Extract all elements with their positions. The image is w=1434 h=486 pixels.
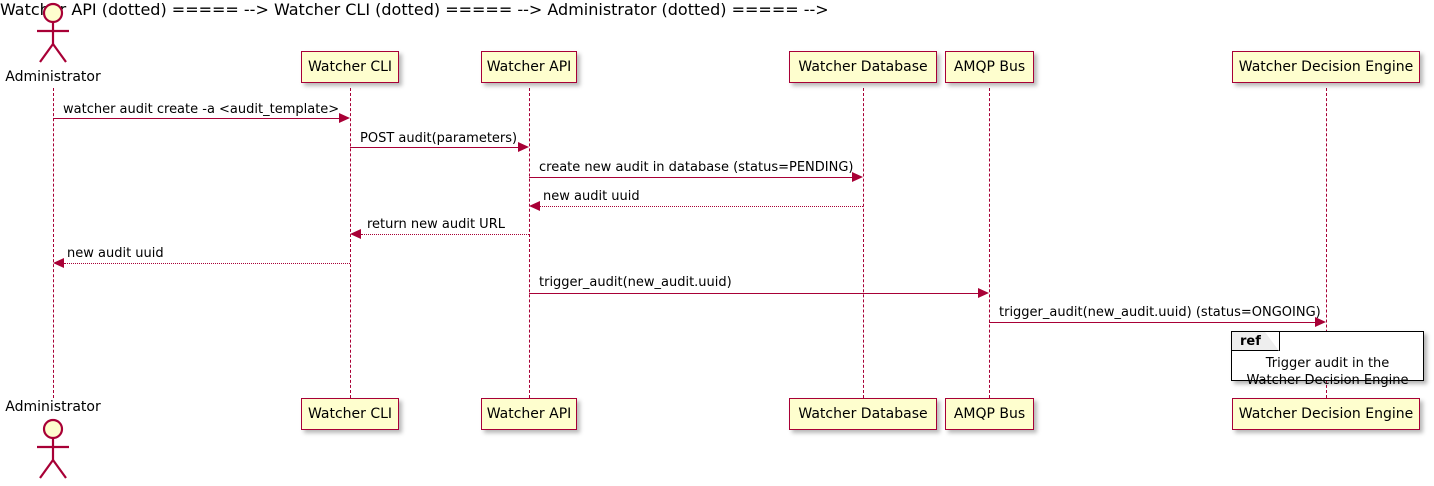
participant-amqp-bus-top-label: AMQP Bus <box>953 59 1026 75</box>
message-arrow-1-head <box>339 113 350 123</box>
actor-administrator-top-icon <box>37 2 69 63</box>
message-arrow-8-line <box>989 322 1315 323</box>
participant-watcher-cli-top[interactable]: Watcher CLI <box>301 51 399 83</box>
message-label-3: create new audit in database (status=PEN… <box>539 160 854 175</box>
message-arrow-1-line <box>53 118 339 119</box>
participant-amqp-bus-bottom-label: AMQP Bus <box>953 406 1026 422</box>
lifeline-amqp-bus <box>989 88 990 398</box>
participant-watcher-api-bottom-label: Watcher API <box>486 406 572 422</box>
message-arrow-3-head <box>852 172 863 182</box>
message-arrow-6-head <box>53 258 64 268</box>
message-arrow-4-head <box>529 201 540 211</box>
participant-watcher-api-top-label: Watcher API <box>486 59 572 75</box>
participant-watcher-cli-bottom-label: Watcher CLI <box>307 406 393 422</box>
lifeline-watcher-cli <box>350 88 351 398</box>
ref-fragment-line-2: Watcher Decision Engine <box>1246 373 1409 388</box>
ref-fragment: ref Trigger audit in the Watcher Decisio… <box>1231 331 1424 388</box>
ref-fragment-line-1: Trigger audit in the <box>1265 356 1390 371</box>
participant-watcher-decision-engine-bottom[interactable]: Watcher Decision Engine <box>1232 398 1420 430</box>
participant-watcher-decision-engine-bottom-label: Watcher Decision Engine <box>1238 406 1414 422</box>
message-arrow-7-line <box>529 293 978 294</box>
participant-watcher-database-bottom[interactable]: Watcher Database <box>789 398 937 430</box>
message-arrow-7-head <box>978 288 989 298</box>
lifeline-watcher-decision-engine <box>1326 88 1327 398</box>
message-arrow-3-line <box>529 177 852 178</box>
message-arrow-5-head <box>350 229 361 239</box>
participant-amqp-bus-bottom[interactable]: AMQP Bus <box>945 398 1034 430</box>
message-label-1: watcher audit create -a <audit_template> <box>63 102 340 117</box>
participant-watcher-cli-top-label: Watcher CLI <box>307 59 393 75</box>
message-label-6: new audit uuid <box>67 246 164 261</box>
actor-administrator-bottom-icon <box>37 418 69 479</box>
actor-administrator-bottom-label: Administrator <box>5 399 101 415</box>
message-label-8: trigger_audit(new_audit.uuid) (status=ON… <box>999 305 1321 320</box>
actor-administrator-top-label: Administrator <box>5 69 101 85</box>
message-arrow-2-head <box>518 142 529 152</box>
lifeline-administrator <box>53 88 54 398</box>
message-label-7: trigger_audit(new_audit.uuid) <box>539 275 732 290</box>
lifeline-watcher-database <box>863 88 864 398</box>
participant-watcher-database-top-label: Watcher Database <box>798 59 928 75</box>
message-arrow-6-line <box>64 263 350 264</box>
message-arrow-4-line <box>540 206 863 207</box>
ref-fragment-corner-icon <box>1264 332 1279 351</box>
ref-fragment-operator-label: ref <box>1240 333 1261 349</box>
participant-watcher-decision-engine-top[interactable]: Watcher Decision Engine <box>1232 51 1420 83</box>
participant-amqp-bus-top[interactable]: AMQP Bus <box>945 51 1034 83</box>
message-arrow-5-line <box>361 234 529 235</box>
message-label-2: POST audit(parameters) <box>360 131 518 146</box>
participant-watcher-database-bottom-label: Watcher Database <box>798 406 928 422</box>
ref-fragment-body: Trigger audit in the Watcher Decision En… <box>1232 353 1423 389</box>
message-arrow-2-line <box>350 147 518 148</box>
participant-watcher-api-bottom[interactable]: Watcher API <box>481 398 577 430</box>
participant-watcher-api-top[interactable]: Watcher API <box>481 51 577 83</box>
message-arrow-8-head <box>1315 317 1326 327</box>
message-label-4: new audit uuid <box>543 189 640 204</box>
message-label-5: return new audit URL <box>367 217 505 232</box>
participant-watcher-decision-engine-top-label: Watcher Decision Engine <box>1238 59 1414 75</box>
participant-watcher-database-top[interactable]: Watcher Database <box>789 51 937 83</box>
participant-watcher-cli-bottom[interactable]: Watcher CLI <box>301 398 399 430</box>
lifeline-watcher-api <box>529 88 530 398</box>
ref-fragment-operator: ref <box>1232 332 1280 351</box>
